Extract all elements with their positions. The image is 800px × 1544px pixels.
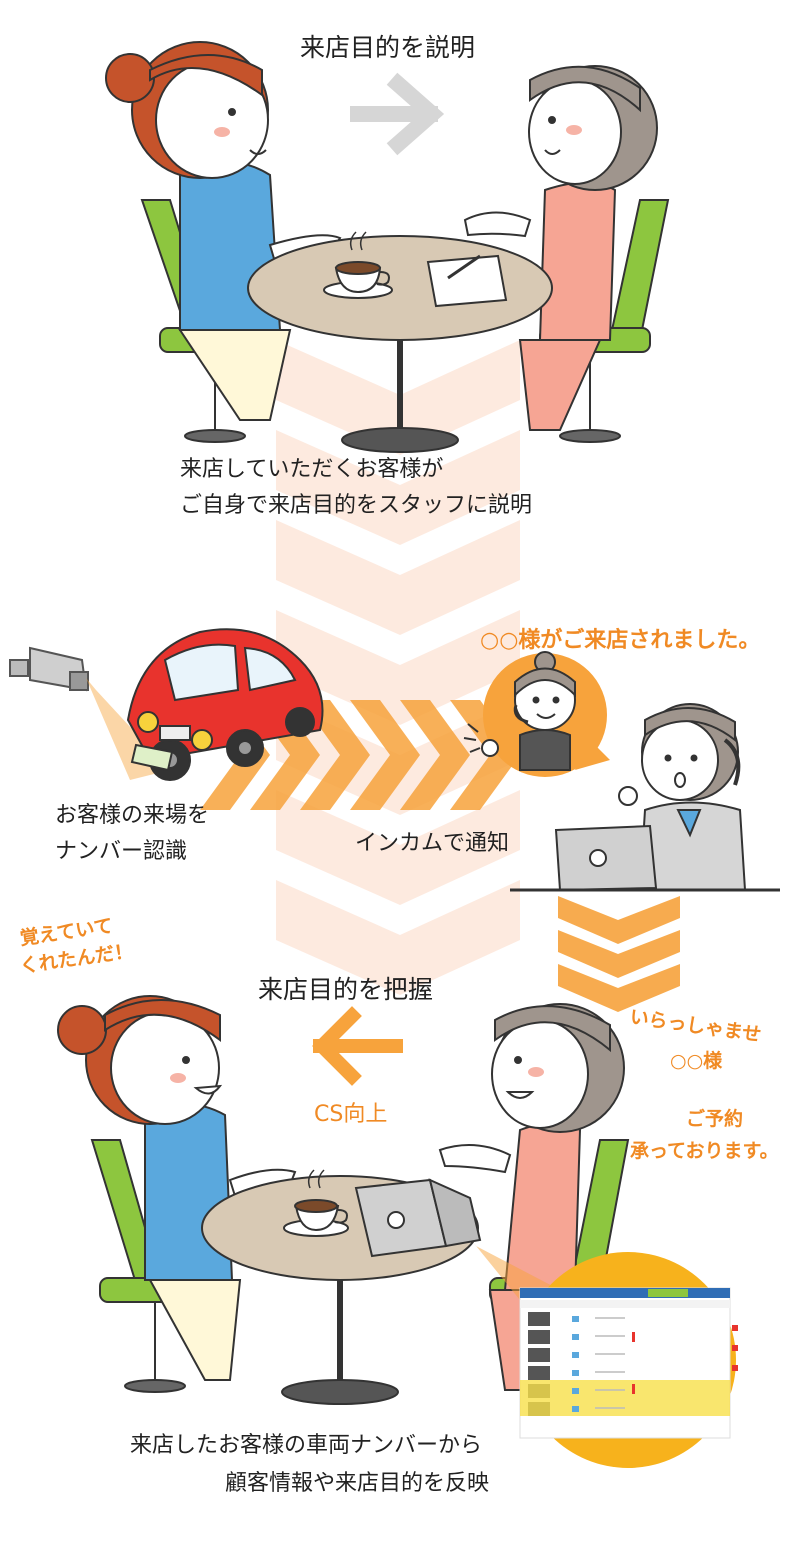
coffee-cup-icon <box>283 1169 349 1237</box>
scene2-callout: ○○様がご来店されました。 <box>480 628 761 653</box>
laptop-icon <box>354 1178 482 1258</box>
security-camera-icon <box>9 646 89 692</box>
chevron-down-icon <box>558 896 680 944</box>
scene3-title: 来店目的を把握 <box>258 975 434 1004</box>
staff-bubble-line3: ご予約 <box>686 1108 744 1130</box>
customer-figure <box>105 41 342 421</box>
chevron-down-icon <box>276 610 520 725</box>
paper-document <box>426 254 508 308</box>
scene2-intercom-caption: インカムで通知 <box>355 831 510 856</box>
chevron-down-icon <box>276 790 520 905</box>
headset-icon <box>723 738 741 786</box>
scene1-title: 来店目的を説明 <box>300 33 476 62</box>
chevron-down-icon <box>558 964 680 1012</box>
license-plate <box>130 743 174 772</box>
down-chevrons <box>558 896 680 1012</box>
arrow-right-icon <box>350 700 420 810</box>
staff-bubble-line2: ○○様 <box>670 1050 723 1072</box>
scene3-caption-line1: 来店したお客様の車両ナンバーから <box>130 1433 483 1458</box>
laptop-icon <box>554 824 658 892</box>
cs-label: CS向上 <box>314 1102 388 1127</box>
coffee-cup-icon <box>323 231 393 299</box>
scene1-illustration <box>105 41 670 453</box>
scene2-plate-caption-line1: お客様の来場を <box>55 803 210 828</box>
arrow-right-icon <box>350 72 445 156</box>
arrow-left-icon <box>312 1006 403 1086</box>
chevron-down-icon <box>558 930 680 978</box>
chevron-down-icon <box>276 880 520 995</box>
scene2-plate-caption-line2: ナンバー認識 <box>55 839 188 864</box>
arrow-right-icon <box>400 700 470 810</box>
chevron-down-icon <box>276 430 520 545</box>
arrow-right-icon <box>300 700 370 810</box>
scene2-illustration <box>9 628 780 892</box>
headset-icon <box>513 704 529 724</box>
staff-at-laptop <box>618 703 747 891</box>
scene1-caption-line2: ご自身で来店目的をスタッフに説明 <box>180 493 533 518</box>
scene3-caption-line2: 顧客情報や来店目的を反映 <box>225 1471 490 1496</box>
receptionist-bubble <box>481 651 610 777</box>
chevron-down-icon <box>276 520 520 635</box>
staff-bubble-line4: 承っております。 <box>630 1140 779 1162</box>
crm-screen-zoom <box>519 1252 738 1468</box>
car-icon <box>126 628 324 781</box>
scene1-caption-line1: 来店していただくお客様が <box>180 457 444 482</box>
staff-figure <box>463 65 658 431</box>
